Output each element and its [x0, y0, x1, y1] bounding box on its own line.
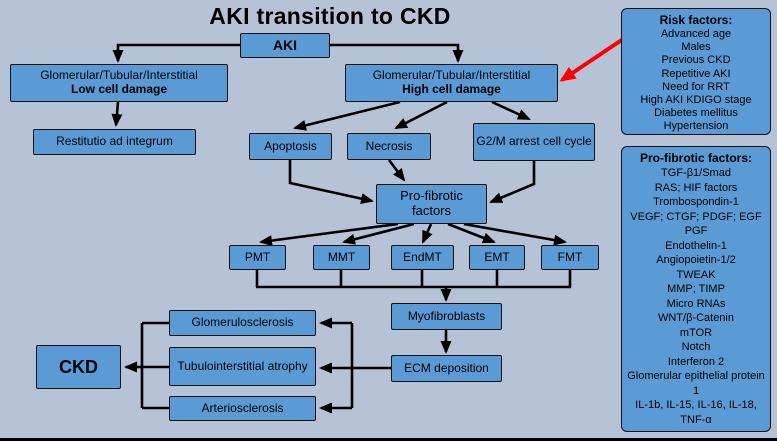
node-apoptosis: Apoptosis [249, 133, 332, 160]
panel-item: TWEAK [676, 268, 716, 281]
node-mmt: MMT [313, 245, 370, 270]
node-restitutio-ad-integrum: Restitutio ad integrum [33, 129, 196, 155]
panel-item: Need for RRT [662, 80, 730, 93]
arrow-g2m-to-profibrotic [489, 161, 536, 204]
panel-item: High AKI KDIGO stage [640, 93, 752, 106]
arrow-high-to-apoptosis [293, 100, 401, 131]
arrow-profibrotic-to-mmt [342, 222, 415, 245]
node-glomerular-high-damage: Glomerular/Tubular/Interstitial High cel… [345, 64, 558, 102]
panel-item: VEGF; CTGF; PDGF; EGF [630, 210, 762, 223]
arrow-high-to-necrosis [394, 100, 448, 130]
panel-item: Angiopoietin-1/2 [656, 254, 736, 267]
arrow-low-to-restitutio [111, 101, 123, 127]
panel-item: Notch [681, 341, 711, 354]
ecm-branch-lines [350, 323, 391, 408]
node-pmt: PMT [229, 245, 286, 270]
node-glomerular-low-damage: Glomerular/Tubular/Interstitial Low cell… [10, 64, 228, 102]
panel-item: Micro RNAs [666, 297, 726, 310]
panel-item: Endothelin-1 [665, 239, 727, 252]
arrow-high-to-g2m [491, 100, 531, 121]
node-glomerular-low-line2: Low cell damage [70, 82, 168, 96]
panel-item: Repetitive AKI [661, 67, 731, 80]
arrow-profibrotic-to-endmt [421, 223, 433, 244]
panel-item: Diabetes mellitus [654, 107, 738, 120]
node-ecm-deposition: ECM deposition [391, 355, 502, 382]
panel-item: mTOR [679, 326, 713, 339]
arrow-profibrotic-to-fmt [463, 222, 567, 246]
ckd-branch-lines [140, 321, 169, 410]
panel-item: WNT/β-Catenin [657, 312, 734, 325]
arrow-profibrotic-to-pmt [259, 222, 399, 247]
diagram-title: AKI transition to CKD [209, 3, 451, 29]
bus-mt-drops [255, 270, 572, 289]
panel-item: TGF-β1/Smad [661, 167, 731, 179]
arrow-aki-to-high-damage [330, 43, 464, 63]
node-necrosis: Necrosis [347, 133, 431, 160]
arrow-necrosis-to-profibrotic [387, 159, 406, 182]
node-aki: AKI [240, 33, 330, 58]
panel-item: Hypertension [663, 120, 729, 133]
node-arteriosclerosis: Arteriosclerosis [169, 396, 316, 421]
panel-item: PGF [684, 225, 708, 238]
node-fmt: FMT [541, 245, 599, 270]
node-g2m-arrest: G2/M arrest cell cycle [473, 123, 595, 161]
panel-item: Previous CKD [661, 54, 731, 67]
risk-factors-title: Risk factors: [659, 13, 733, 27]
panel-item: Interferon 2 [667, 355, 725, 368]
panel-item: Males [681, 41, 711, 54]
arrow-profibrotic-to-emt [447, 222, 496, 244]
node-glomerular-low-line1: Glomerular/Tubular/Interstitial [40, 68, 198, 83]
node-ckd: CKD [36, 345, 121, 389]
node-profibrotic-factors: Pro-fibrotic factors [376, 184, 487, 224]
panel-item: RAS; HIF factors [654, 181, 738, 194]
node-endmt: EndMT [391, 245, 454, 270]
panel-item: IL-1b, IL-15, IL-16, IL-18, TNF-α [635, 399, 757, 426]
node-myofibroblasts: Myofibroblasts [391, 303, 502, 330]
panel-item: MMP; TIMP [667, 283, 725, 296]
arrow-apoptosis-to-profibrotic [288, 160, 374, 205]
node-tubulointerstitial-atrophy: Tubulointerstitial atrophy [169, 347, 316, 386]
node-emt: EMT [469, 245, 525, 270]
panel-item: Advanced age [660, 28, 732, 40]
panel-item: Trombospondin-1 [653, 196, 739, 209]
arrow-aki-to-low-damage [112, 43, 240, 63]
node-glomerulosclerosis: Glomerulosclerosis [169, 310, 316, 336]
node-glomerular-high-line1: Glomerular/Tubular/Interstitial [372, 68, 531, 83]
profibrotic-factors-title: Pro-fibrotic factors: [639, 151, 752, 165]
node-glomerular-high-line2: High cell damage [402, 82, 501, 96]
panel-item: Glomerular epithelial protein 1 [627, 370, 765, 397]
